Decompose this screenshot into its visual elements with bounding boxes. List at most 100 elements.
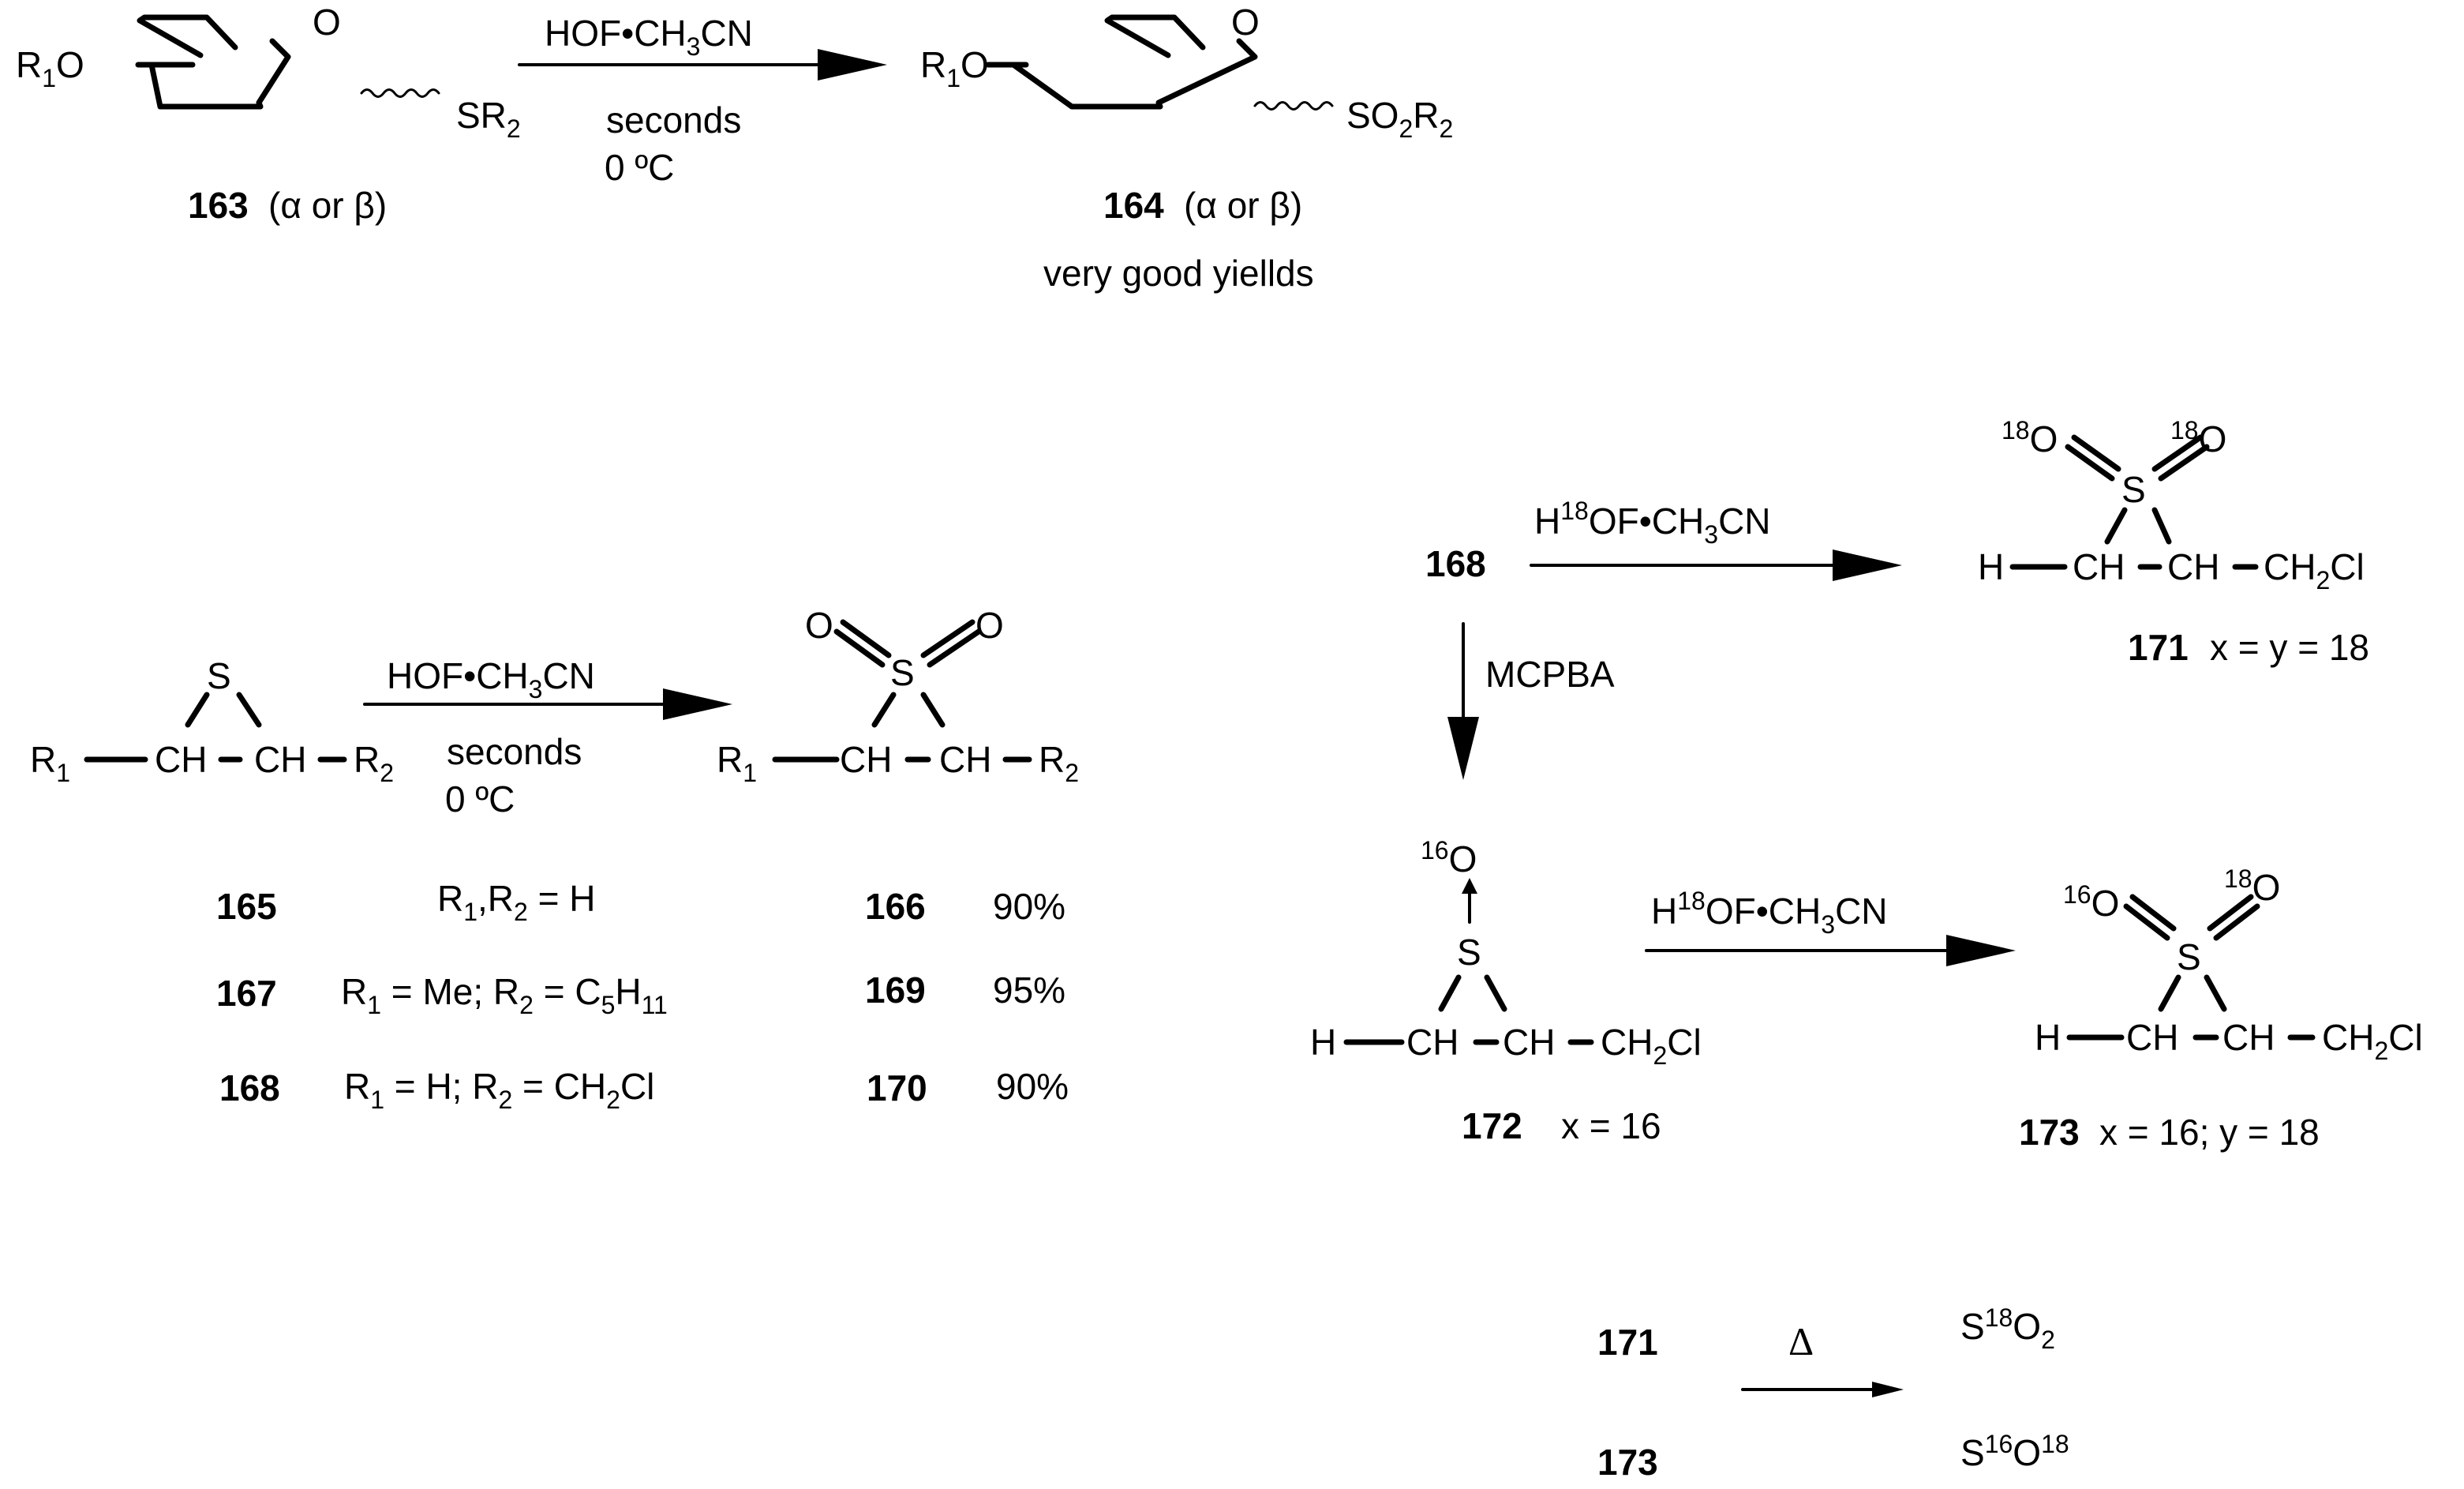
reaction2-reagent-sub3: 3 [529,675,543,703]
product-id: 166 [865,886,926,927]
sulfur-label: S [1457,932,1481,973]
ring-bond-right [236,692,262,728]
r2-subscript: 2 [519,991,534,1019]
compound-172-label: x = 16 [1561,1105,1661,1146]
ch-right-label: CH [2222,1017,2275,1058]
substituents: R1,R2 = H [437,878,595,926]
so2r2-sub2: 2 [1399,114,1413,143]
substrate-table: 165 R1,R2 = H 166 90% 167 R1 = Me; R2 = … [216,878,1069,1114]
h11-subscript: 11 [642,991,668,1019]
h-label: H [2035,1017,2061,1058]
reaction1-arrow-group: HOF•CH3CN seconds 0 ºC [518,13,887,188]
yield: 90% [993,886,1065,927]
cn: CN [1718,501,1770,542]
anomeric-wavy-bond [360,88,440,98]
sulfur-label: S [207,655,231,696]
ch-left-label: CH [2073,546,2125,587]
reactant-id: 168 [219,1067,280,1108]
reaction2-arrowhead [663,688,732,720]
ch2-subscript: 2 [2316,566,2330,594]
isotope-18: 18 [1560,497,1589,525]
isotope-16: 16 [1985,1430,2013,1458]
product-so2-18: S18O2 [1960,1303,2055,1354]
ring-bond-right [2204,974,2227,1012]
oxygen-left-label: 16O [2063,880,2119,924]
down-arrow-reagent: MCPBA [1485,654,1615,695]
compound-173-structure: 16O 18O S H CH CH CH2Cl 173 x = 16; y = … [2019,865,2423,1153]
ring-bond-left [2158,974,2181,1012]
compound-173-id: 173 [2019,1112,2080,1153]
sub3: 3 [1704,520,1718,549]
isotope-18: 18 [2002,416,2030,444]
isotope-18: 18 [2041,1430,2069,1458]
yield: 95% [993,970,1065,1011]
reaction1-reagent-cn: CN [700,13,752,54]
compound-164-config: (α or β) [1184,185,1302,226]
ch2cl-label: CH2Cl [2264,546,2365,594]
oxygen: O [1449,838,1477,880]
right-arrow-reagent: H18OF•CH3CN [1534,497,1771,549]
product-id: 169 [865,970,926,1011]
reaction2-reagent: HOF•CH3CN [387,655,595,703]
r2-subscript: 2 [498,1086,512,1114]
compound-171-id: 171 [2128,627,2189,668]
thermolysis-section: 171 173 Δ S18O2 S16O18 [1597,1303,2069,1483]
ring-bond-right [2151,507,2172,545]
product-id: 170 [867,1067,927,1108]
reaction1-arrowhead [818,49,887,81]
s-o-double-bond-left-a [2065,444,2115,482]
isotope-18: 18 [1985,1303,2013,1332]
reaction3-arrow3-group: H18OF•CH3CN [1645,887,2016,966]
reaction1-reagent: HOF•CH3CN [545,13,753,61]
so2r2-label: SO2R2 [1346,95,1453,143]
r1-label: R1 [717,739,757,787]
dative-arrowhead [1462,878,1477,894]
r2-label: R2 [1039,739,1079,787]
substituents: R1 = Me; R2 = C5H11 [341,971,668,1019]
substituents: R1 = H; R2 = CH2Cl [344,1066,654,1114]
ring-bond-right [1484,974,1507,1012]
h-part: = H; R [384,1066,498,1107]
sulfur-label: S [890,652,915,693]
r2-subscript: 2 [1065,759,1079,787]
r1-subscript: 1 [56,759,70,787]
s-o-double-bond-right-b [2158,444,2210,482]
arrow3-reagent: H18OF•CH3CN [1651,887,1888,939]
s-o-double-bond-left-b [2071,434,2121,472]
r1-label: R1 [30,739,70,787]
ring-oxygen-label: O [313,2,341,43]
ch2-subscript: 2 [1653,1041,1667,1070]
s-o-double-bond-right-a [2151,434,2204,472]
reaction1-temp: 0 ºC [605,147,674,188]
oxygen: O [2013,1306,2041,1347]
r1-subscript: 1 [370,1086,384,1114]
s-o-double-bond-right-b [927,628,982,668]
ch-right-label: CH [1503,1022,1555,1063]
sr2-subscript: 2 [507,114,521,143]
oxygen: O [2252,867,2281,908]
r1-subscript: 1 [743,759,757,787]
ch-left-label: CH [1406,1022,1459,1063]
oxygen-right-label: 18O [2170,416,2226,459]
isotope-18: 18 [2224,865,2252,893]
compound-168-id: 168 [1425,543,1486,584]
compound-172-id: 172 [1462,1105,1522,1146]
h-label: H [1978,546,2004,587]
oxygen: O [2091,883,2120,924]
sulfur-label: S [2177,936,2201,977]
ch2cl-label: CH2Cl [1601,1022,1702,1070]
reactant-id: 167 [216,973,277,1014]
reaction1-time: seconds [606,99,741,141]
me-part: = Me; R [381,971,519,1012]
ch-left-label: CH [2126,1017,2178,1058]
yield: 90% [996,1066,1069,1107]
r1o-oxygen: O [56,44,84,85]
reaction2-arrow-group: HOF•CH3CN seconds 0 ºC [363,655,732,820]
down-arrowhead [1447,717,1479,780]
of-ch: OF•CH [1706,891,1821,932]
compound-163-config: (α or β) [268,185,387,226]
r1o-label: R1O [16,44,84,92]
sr2-label: SR2 [456,95,521,143]
ring-bond-left [2104,507,2128,545]
